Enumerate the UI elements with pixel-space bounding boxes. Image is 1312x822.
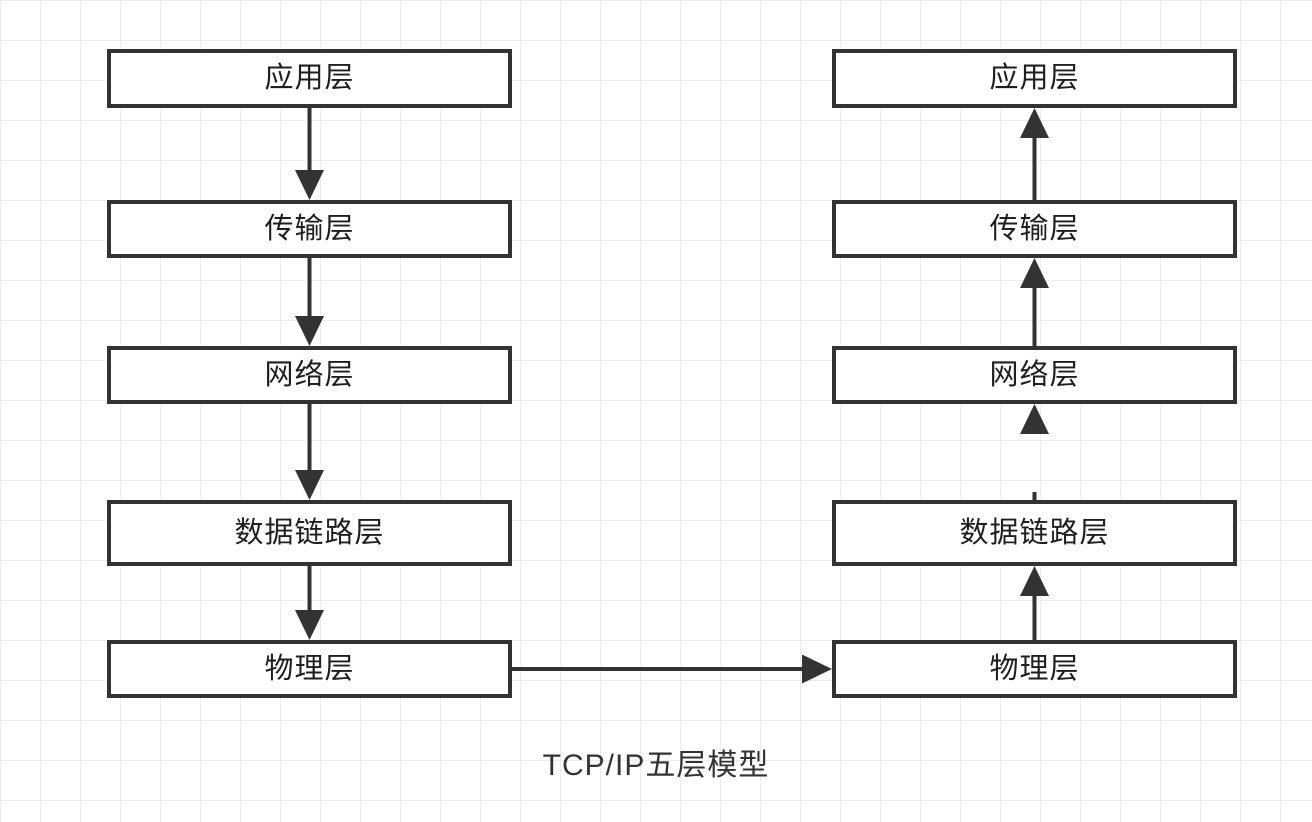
- layer-label: 数据链路层: [959, 516, 1110, 549]
- layer-label: 数据链路层: [234, 516, 385, 549]
- arrowhead-receiver-physical-to-datalink: [1020, 566, 1049, 596]
- receiver-layer-transport[interactable]: 传输层: [832, 200, 1237, 258]
- arrowhead-physical-link: [802, 654, 832, 684]
- sender-layer-datalink[interactable]: 数据链路层: [107, 500, 512, 566]
- arrowhead-sender-app-to-transport: [295, 170, 324, 200]
- sender-layer-transport[interactable]: 传输层: [107, 200, 512, 258]
- arrowhead-sender-network-to-datalink: [295, 470, 324, 500]
- layer-label: 传输层: [264, 212, 355, 245]
- layer-label: 应用层: [989, 62, 1080, 94]
- arrowhead-sender-transport-to-network: [295, 316, 324, 346]
- layer-label: 物理层: [989, 652, 1080, 685]
- sender-layer-network[interactable]: 网络层: [107, 346, 512, 404]
- layer-label: 应用层: [264, 62, 355, 94]
- layer-label: 物理层: [264, 652, 355, 685]
- receiver-layer-physical[interactable]: 物理层: [832, 640, 1237, 698]
- receiver-layer-network[interactable]: 网络层: [832, 346, 1237, 404]
- arrowhead-receiver-transport-to-app: [1020, 108, 1049, 138]
- sender-layer-physical[interactable]: 物理层: [107, 640, 512, 698]
- layer-label: 网络层: [264, 358, 355, 391]
- sender-layer-application[interactable]: 应用层: [107, 49, 512, 108]
- receiver-layer-application[interactable]: 应用层: [832, 49, 1237, 108]
- layer-label: 网络层: [989, 358, 1080, 391]
- arrowhead-receiver-network-to-transport: [1020, 258, 1049, 288]
- layer-label: 传输层: [989, 212, 1080, 245]
- receiver-layer-datalink[interactable]: 数据链路层: [832, 500, 1237, 566]
- arrowhead-sender-datalink-to-physical: [295, 610, 324, 640]
- arrowhead-receiver-datalink-to-network: [1020, 404, 1049, 434]
- diagram-caption: TCP/IP五层模型: [542, 749, 770, 782]
